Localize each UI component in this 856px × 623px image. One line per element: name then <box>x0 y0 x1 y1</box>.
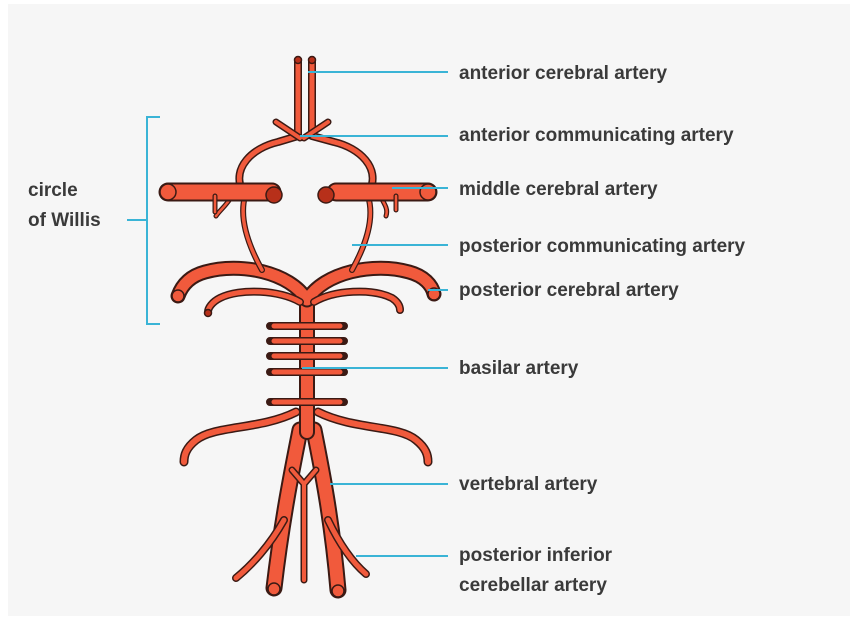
diagram-background <box>8 4 850 616</box>
internal-carotid-left <box>266 187 282 203</box>
label-middle-cerebral-artery: middle cerebral artery <box>459 179 658 200</box>
label-basilar-artery: basilar artery <box>459 358 579 379</box>
label-pica-line2: cerebellar artery <box>459 575 607 596</box>
vertebral-right-end <box>332 585 344 597</box>
aca-right-end <box>309 57 316 64</box>
label-posterior-communicating-artery: posterior communicating artery <box>459 236 746 257</box>
sca-left-end <box>205 310 212 317</box>
internal-carotid-right <box>318 187 334 203</box>
label-pica-line1: posterior inferior <box>459 545 613 566</box>
label-circle-of-willis-line1: circle <box>28 180 78 201</box>
pca-left-end <box>172 290 184 302</box>
vertebral-left-end <box>268 583 280 595</box>
label-posterior-cerebral-artery: posterior cerebral artery <box>459 280 679 301</box>
label-circle-of-willis-line2: of Willis <box>28 210 101 231</box>
mca-left-end <box>160 184 176 200</box>
label-anterior-communicating-artery: anterior communicating artery <box>459 125 734 146</box>
aca-left-end <box>295 57 302 64</box>
label-anterior-cerebral-artery: anterior cerebral artery <box>459 63 667 84</box>
mca-right-end <box>420 184 436 200</box>
label-vertebral-artery: vertebral artery <box>459 474 598 495</box>
